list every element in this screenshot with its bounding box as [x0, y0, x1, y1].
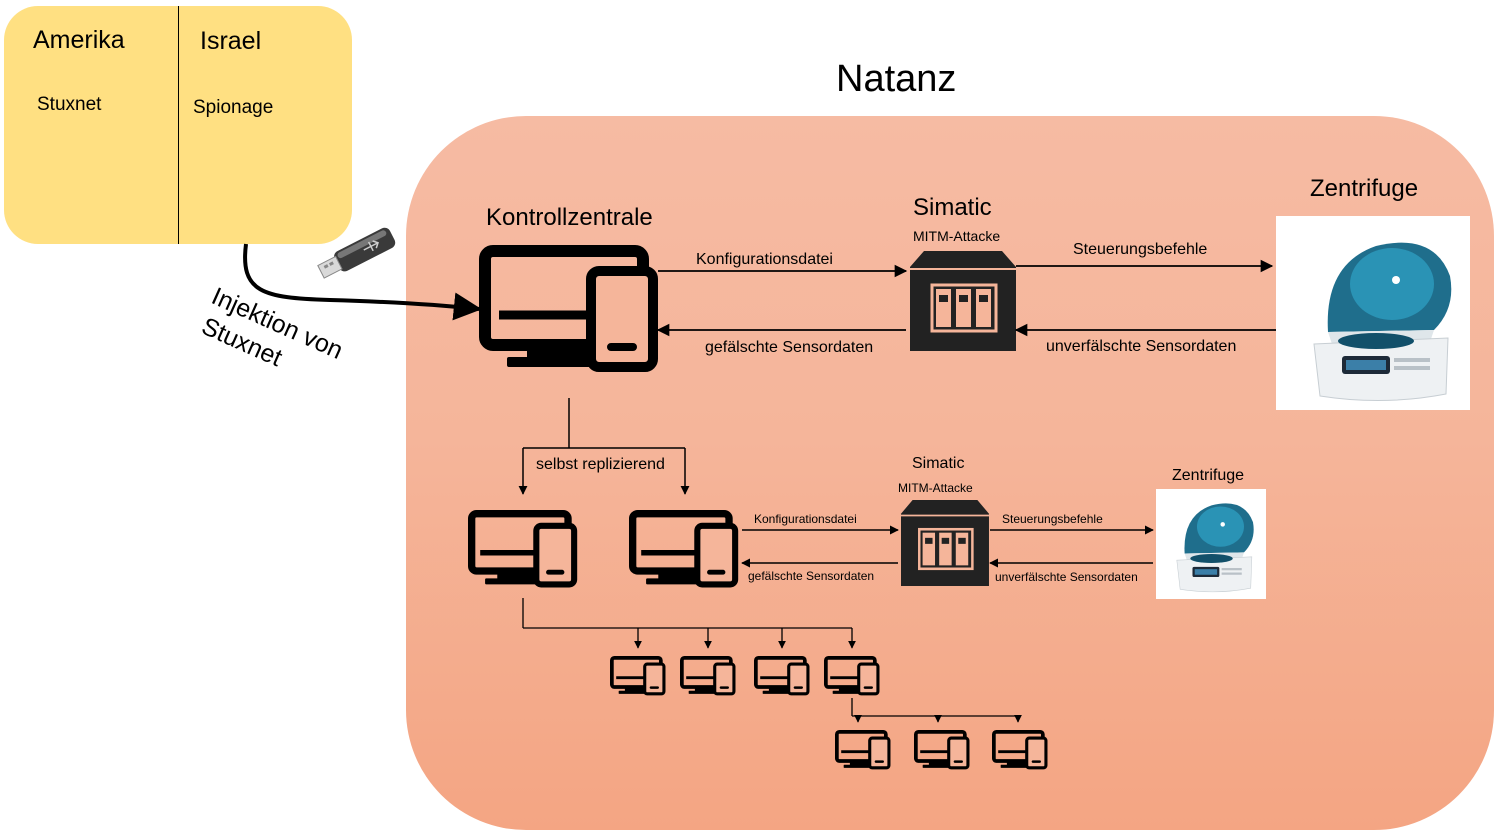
- actors-divider: [178, 6, 179, 244]
- usb-stick-icon: [317, 227, 396, 279]
- spread-tree-level3: [522, 598, 856, 649]
- simatic-small-subtitle: MITM-Attacke: [898, 481, 973, 495]
- centrifuge-small-icon: [1176, 503, 1254, 593]
- actor-israel-title: Israel: [200, 27, 262, 55]
- replication-tree: [518, 398, 690, 495]
- replica-device-left: [472, 514, 574, 585]
- control-center-icon: [485, 251, 653, 367]
- simatic-main-icon: [908, 249, 1018, 353]
- natanz-title: Natanz: [836, 58, 957, 100]
- spread-device-5: [834, 729, 891, 770]
- replica-device-right: [633, 514, 735, 585]
- spread-tree-level4: [851, 698, 1022, 723]
- spread-device-6: [913, 729, 970, 770]
- flow-real-small-label: unverfälschte Sensordaten: [995, 570, 1138, 584]
- spread-device-4: [823, 655, 880, 696]
- spread-device-7: [991, 729, 1048, 770]
- replication-label: selbst replizierend: [536, 456, 665, 473]
- centrifuge-main-title: Zentrifuge: [1310, 175, 1419, 202]
- flow-fake-main-label: gefälschte Sensordaten: [705, 339, 874, 356]
- control-center-title: Kontrollzentrale: [486, 204, 653, 231]
- actor-america-item: Stuxnet: [37, 94, 102, 115]
- actor-america-title: Amerika: [33, 26, 125, 54]
- flow-commands-small-label: Steuerungsbefehle: [1002, 512, 1103, 526]
- simatic-small-icon: [899, 498, 991, 588]
- flow-config-main-label: Konfigurationsdatei: [696, 251, 833, 268]
- centrifuge-main-icon: [1313, 242, 1452, 402]
- actor-israel-item: Spionage: [193, 97, 274, 118]
- flow-fake-small-label: gefälschte Sensordaten: [748, 569, 875, 583]
- simatic-main-title: Simatic: [913, 194, 992, 221]
- injection-cable: [243, 243, 482, 321]
- centrifuge-small-title: Zentrifuge: [1172, 467, 1245, 484]
- spread-device-2: [679, 655, 736, 696]
- flow-commands-main-label: Steuerungsbefehle: [1073, 241, 1208, 258]
- flow-config-small-label: Konfigurationsdatei: [754, 512, 857, 526]
- flow-real-main-label: unverfälschte Sensordaten: [1046, 338, 1237, 355]
- spread-device-1: [609, 655, 666, 696]
- simatic-small-title: Simatic: [912, 455, 965, 472]
- spread-device-3: [753, 655, 810, 696]
- simatic-main-subtitle: MITM-Attacke: [913, 228, 1001, 244]
